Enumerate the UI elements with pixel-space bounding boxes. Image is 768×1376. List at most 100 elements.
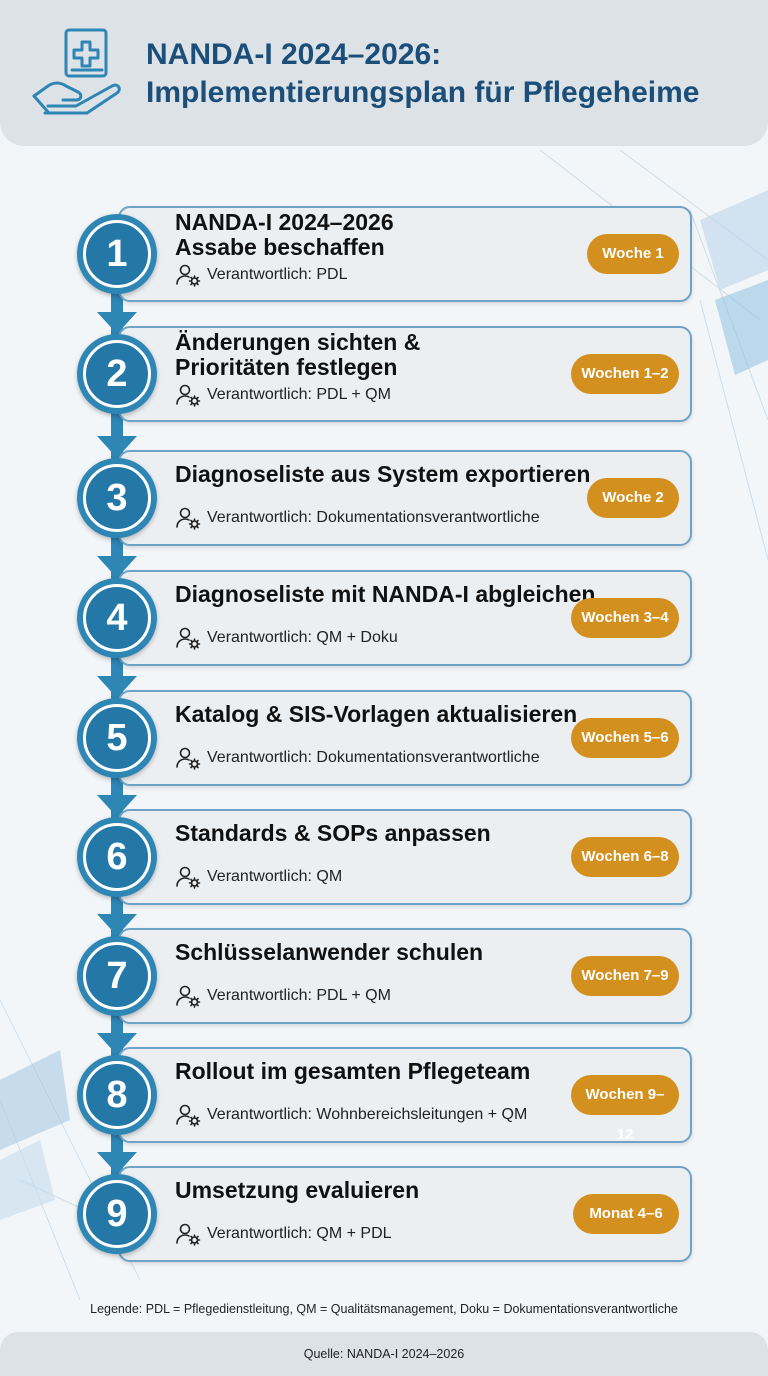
step-title: Änderungen sichten &Prioritäten festlege…: [175, 330, 595, 380]
step-owner-text: Verantwortlich: PDL + QM: [207, 987, 391, 1004]
step-number: 1: [83, 220, 151, 288]
step-title: Standards & SOPs anpassen: [175, 821, 595, 846]
step-number-circle: 7: [77, 936, 157, 1016]
step-title-line: Diagnoseliste aus System exportieren: [175, 462, 591, 487]
page-title: NANDA-I 2024–2026: Implementierungsplan …: [146, 36, 756, 112]
connector-arrow-icon: [97, 676, 137, 698]
person-gear-icon: [175, 1222, 201, 1246]
connector-arrow-icon: [97, 1033, 137, 1055]
step-number-circle: 5: [77, 698, 157, 778]
timeframe-badge: Wochen 7–9: [571, 956, 679, 996]
step-title-line: Diagnoseliste mit NANDA-I abgleichen: [175, 582, 595, 607]
step-owner-text: Verantwortlich: Dokumentationsverantwort…: [207, 749, 540, 766]
step-owner: Verantwortlich: PDL + QM: [175, 984, 391, 1008]
legend-text: Legende: PDL = Pflegedienstleitung, QM =…: [90, 1302, 678, 1316]
connector-arrow-icon: [97, 312, 137, 334]
connector-arrow-icon: [97, 556, 137, 578]
step-owner-text: Verantwortlich: PDL + QM: [207, 386, 391, 403]
step-owner-text: Verantwortlich: QM + Doku: [207, 629, 398, 646]
step-title-line: Änderungen sichten &: [175, 330, 421, 355]
book-in-hand-icon: [32, 28, 121, 115]
timeframe-badge: Wochen 1–2: [571, 354, 679, 394]
step-owner: Verantwortlich: QM: [175, 865, 342, 889]
step-number: 2: [83, 340, 151, 408]
connector-arrow-icon: [97, 914, 137, 936]
connector-arrow-icon: [97, 1152, 137, 1174]
step-title-line: Rollout im gesamten Pflegeteam: [175, 1059, 531, 1084]
step-number-circle: 9: [77, 1174, 157, 1254]
step-owner-text: Verantwortlich: Dokumentationsverantwort…: [207, 509, 540, 526]
source-footer: Quelle: NANDA-I 2024–2026: [0, 1332, 768, 1376]
step-owner: Verantwortlich: Wohnbereichsleitungen + …: [175, 1103, 527, 1127]
timeframe-badge: Woche 2: [587, 478, 679, 518]
person-gear-icon: [175, 984, 201, 1008]
step-title: Diagnoseliste aus System exportieren: [175, 462, 595, 487]
timeframe-badge: Wochen 9–12: [571, 1075, 679, 1143]
page-title-line-2: Implementierungsplan für Pflegeheime: [146, 76, 700, 109]
step-number: 7: [83, 942, 151, 1010]
step-title-line: Prioritäten festlegen: [175, 354, 398, 380]
step-title-line: Umsetzung evaluieren: [175, 1178, 420, 1203]
person-gear-icon: [175, 626, 201, 650]
step-number-circle: 2: [77, 334, 157, 414]
step-owner-text: Verantwortlich: Wohnbereichsleitungen + …: [207, 1106, 528, 1123]
step-title: Schlüsselanwender schulen: [175, 940, 595, 965]
step-owner: Verantwortlich: Dokumentationsverantwort…: [175, 506, 540, 530]
timeframe-badge: Woche 1: [587, 234, 679, 274]
step-owner-text: Verantwortlich: QM + PDL: [207, 1225, 392, 1242]
timeframe-badge: Wochen 5–6: [571, 718, 679, 758]
step-owner: Verantwortlich: Dokumentationsverantwort…: [175, 746, 540, 770]
person-gear-icon: [175, 1103, 201, 1127]
step-number: 6: [83, 823, 151, 891]
timeline-step: 2 Änderungen sichten &Prioritäten festleg…: [0, 312, 768, 426]
step-title-line: Katalog & SIS-Vorlagen aktualisieren: [175, 702, 578, 727]
timeframe-badge: Wochen 6–8: [571, 837, 679, 877]
step-number: 3: [83, 464, 151, 532]
step-title-line: Standards & SOPs anpassen: [175, 821, 491, 846]
step-card: [118, 450, 692, 546]
step-number: 4: [83, 584, 151, 652]
step-title: Umsetzung evaluieren: [175, 1178, 595, 1203]
step-number: 9: [83, 1180, 151, 1248]
step-owner: Verantwortlich: QM + Doku: [175, 626, 398, 650]
step-owner: Verantwortlich: PDL: [175, 263, 348, 287]
step-number-circle: 4: [77, 578, 157, 658]
step-number-circle: 8: [77, 1055, 157, 1135]
header-banner: NANDA-I 2024–2026: Implementierungsplan …: [0, 0, 768, 146]
step-title-line: NANDA-I 2024–2026: [175, 210, 394, 235]
step-number-circle: 6: [77, 817, 157, 897]
step-title-line: Schlüsselanwender schulen: [175, 940, 484, 965]
person-gear-icon: [175, 865, 201, 889]
connector-arrow-icon: [97, 436, 137, 458]
step-owner-text: Verantwortlich: PDL: [207, 266, 348, 283]
step-number: 5: [83, 704, 151, 772]
step-title: Katalog & SIS-Vorlagen aktualisieren: [175, 702, 595, 727]
step-owner-text: Verantwortlich: QM: [207, 868, 343, 885]
step-number: 8: [83, 1061, 151, 1129]
connector-arrow-icon: [97, 795, 137, 817]
step-title-line: Assabe beschaffen: [175, 234, 385, 260]
person-gear-icon: [175, 263, 201, 287]
timeframe-badge: Monat 4–6: [573, 1194, 679, 1234]
page-title-line-1: NANDA-I 2024–2026:: [146, 38, 442, 71]
step-number-circle: 1: [77, 214, 157, 294]
person-gear-icon: [175, 383, 201, 407]
timeframe-badge: Wochen 3–4: [571, 598, 679, 638]
step-owner: Verantwortlich: PDL + QM: [175, 383, 391, 407]
person-gear-icon: [175, 746, 201, 770]
step-owner: Verantwortlich: QM + PDL: [175, 1222, 392, 1246]
person-gear-icon: [175, 506, 201, 530]
step-title: Diagnoseliste mit NANDA-I abgleichen: [175, 582, 595, 607]
step-number-circle: 3: [77, 458, 157, 538]
